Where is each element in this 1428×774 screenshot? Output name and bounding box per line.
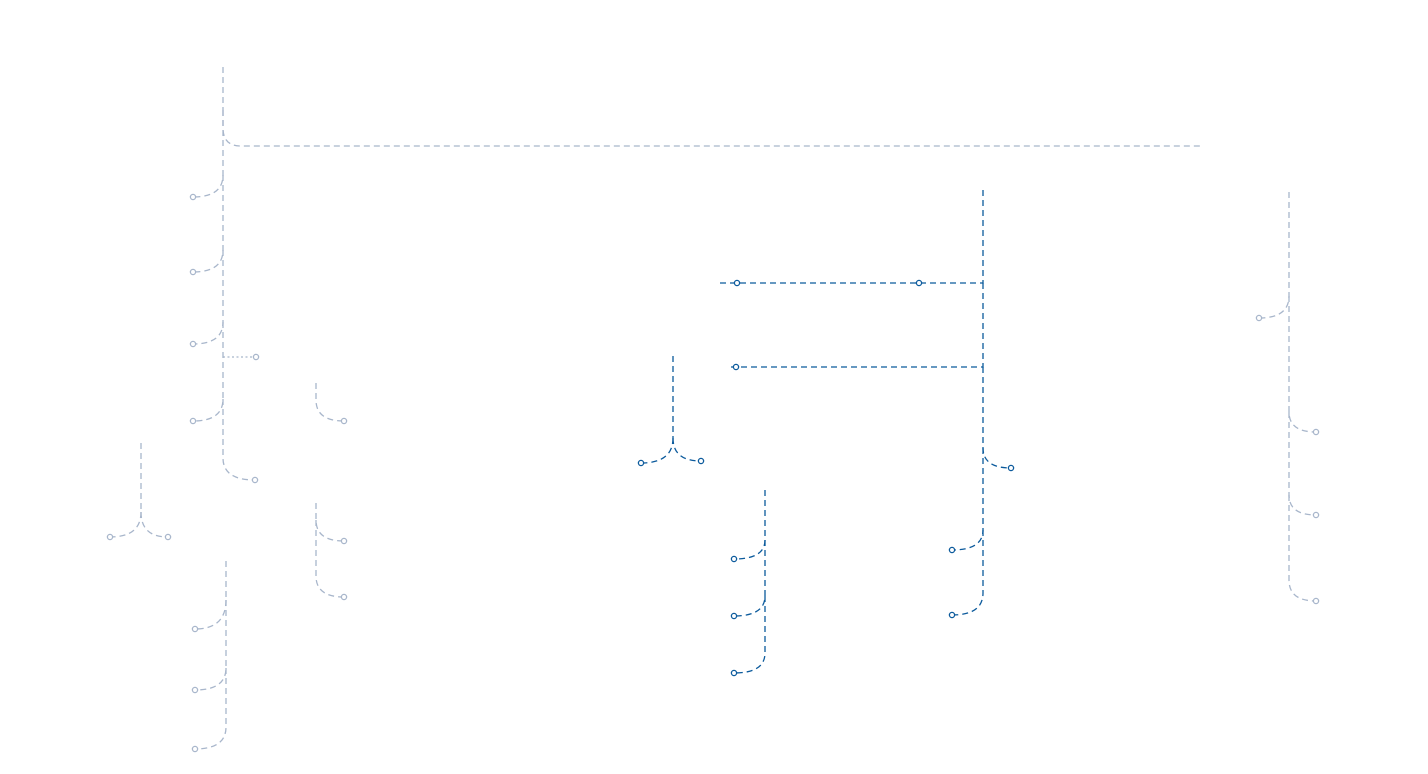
- tree-leaf-node[interactable]: [1312, 597, 1320, 605]
- tree-edge: [1288, 495, 1317, 602]
- tree-edge: [733, 490, 766, 560]
- tree-edge: [672, 437, 702, 462]
- tree-g-highlighted: [637, 356, 705, 467]
- tree-edge: [1288, 296, 1317, 433]
- tree-edge: [192, 110, 224, 198]
- tree-a: [189, 67, 1200, 484]
- tree-leaf-node[interactable]: [637, 459, 645, 467]
- tree-leaf-node[interactable]: [340, 537, 348, 545]
- tree-e: [191, 561, 227, 753]
- tree-edge: [192, 322, 224, 422]
- tree-leaf-node[interactable]: [191, 625, 199, 633]
- tree-leaf-node[interactable]: [948, 546, 956, 554]
- tree-leaf-node[interactable]: [697, 457, 705, 465]
- tree-leaf-node[interactable]: [189, 417, 197, 425]
- tree-leaf-node[interactable]: [1255, 314, 1263, 322]
- tree-i-highlighted: [730, 490, 766, 677]
- tree-edge: [733, 596, 766, 674]
- tree-leaf-node[interactable]: [1007, 464, 1015, 472]
- tree-leaf-node[interactable]: [340, 417, 348, 425]
- tree-leaf-node[interactable]: [732, 363, 740, 371]
- tree-leaf-node[interactable]: [915, 279, 923, 287]
- tree-leaf-node[interactable]: [106, 533, 114, 541]
- tree-leaf-node[interactable]: [191, 745, 199, 753]
- tree-edge: [222, 110, 1200, 147]
- tree-edge: [315, 383, 345, 422]
- tree-leaf-node[interactable]: [251, 476, 259, 484]
- tree-leaf-node[interactable]: [733, 279, 741, 287]
- tree-f: [1255, 192, 1320, 605]
- tree-leaf-node[interactable]: [191, 686, 199, 694]
- tree-leaf-node[interactable]: [189, 268, 197, 276]
- tree-c: [315, 503, 348, 601]
- tree-edge: [109, 511, 142, 538]
- tree-d: [106, 443, 172, 541]
- tree-edge: [222, 399, 256, 481]
- tree-b: [315, 383, 348, 425]
- tree-edge: [982, 367, 1012, 469]
- tree-edge: [1288, 412, 1317, 516]
- tree-leaf-node[interactable]: [1312, 511, 1320, 519]
- tree-leaf-node[interactable]: [730, 669, 738, 677]
- tree-edge: [640, 437, 674, 464]
- tree-leaf-node[interactable]: [189, 340, 197, 348]
- tree-leaf-node[interactable]: [1312, 428, 1320, 436]
- tree-edge: [192, 250, 224, 345]
- tree-leaf-node[interactable]: [340, 593, 348, 601]
- tree-edge: [315, 503, 345, 542]
- tree-h-highlighted: [720, 190, 1015, 619]
- tree-edge: [140, 511, 169, 538]
- tree-edge: [1258, 192, 1290, 319]
- tree-leaf-node[interactable]: [189, 193, 197, 201]
- tree-edge: [194, 668, 227, 750]
- tree-leaf-node[interactable]: [252, 353, 260, 361]
- tree-leaf-node[interactable]: [164, 533, 172, 541]
- tree-edge: [194, 599, 227, 630]
- tree-edge: [951, 448, 984, 551]
- tree-leaf-node[interactable]: [730, 555, 738, 563]
- tree-edge: [315, 520, 345, 598]
- tree-edge: [194, 600, 227, 691]
- tree-edge: [951, 530, 984, 616]
- tree-edge: [733, 540, 766, 617]
- tree-edge: [729, 283, 984, 368]
- tree-leaf-node[interactable]: [730, 612, 738, 620]
- tree-edge: [720, 190, 984, 284]
- tree-leaf-node[interactable]: [948, 611, 956, 619]
